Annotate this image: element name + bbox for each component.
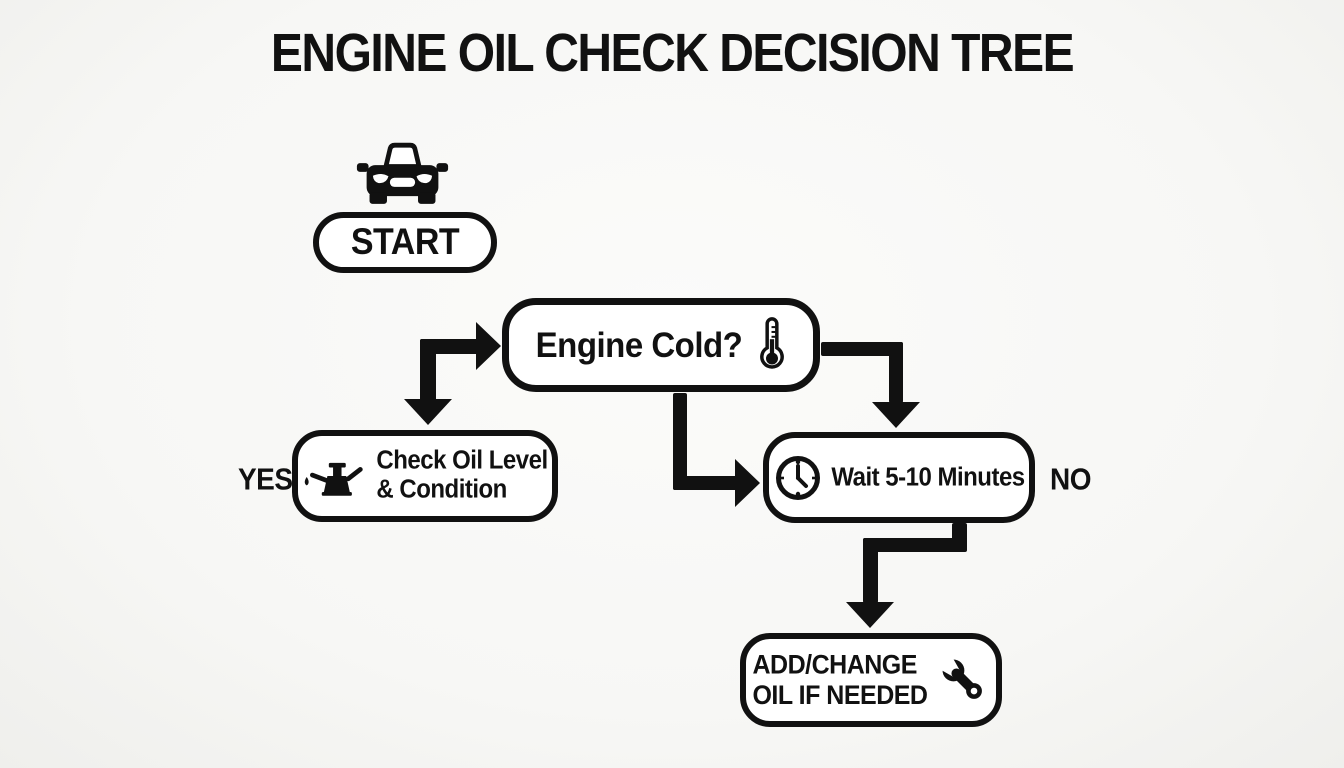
thermometer-icon xyxy=(760,317,785,369)
arrowhead-into-check-oil xyxy=(404,399,452,425)
clock-icon xyxy=(776,455,821,500)
node-engine-cold: Engine Cold? xyxy=(502,298,820,392)
engine-cold-label: Engine Cold? xyxy=(535,324,743,365)
add-change-line1: ADD/CHANGE xyxy=(752,649,917,680)
arrowhead-into-wait-top xyxy=(872,402,920,428)
page-title-text: ENGINE OIL CHECK DECISION TREE xyxy=(270,23,1075,84)
arrow-segment-bottom-vertical xyxy=(863,538,878,603)
node-wait: Wait 5-10 Minutes xyxy=(763,432,1035,523)
check-oil-line1: Check Oil Level xyxy=(376,445,548,476)
arrow-segment-no-horizontal xyxy=(821,342,903,356)
check-oil-label: Check Oil Level & Condition xyxy=(376,445,548,505)
wrench-icon xyxy=(935,653,982,699)
wait-label: Wait 5-10 Minutes xyxy=(831,462,1025,492)
oil-can-icon xyxy=(305,462,364,496)
branch-label-no: NO xyxy=(1050,462,1092,497)
add-change-line2: OIL IF NEEDED xyxy=(752,680,928,711)
add-change-label: ADD/CHANGE OIL IF NEEDED xyxy=(752,649,928,711)
arrow-segment-mid-horizontal xyxy=(673,476,737,490)
arrow-segment-bottom-horizontal xyxy=(863,538,967,552)
arrow-segment-no-vertical xyxy=(889,342,903,403)
page-title: ENGINE OIL CHECK DECISION TREE xyxy=(0,24,1344,83)
car-icon xyxy=(356,142,449,204)
arrowhead-into-add-change xyxy=(846,602,894,628)
check-oil-line2: & Condition xyxy=(376,474,507,505)
start-label: START xyxy=(350,221,460,263)
arrowhead-into-engine-cold xyxy=(476,322,501,370)
arrowhead-into-wait-left xyxy=(735,459,760,507)
node-start: START xyxy=(313,212,497,273)
node-add-change-oil: ADD/CHANGE OIL IF NEEDED xyxy=(740,633,1002,727)
node-check-oil: Check Oil Level & Condition xyxy=(292,430,558,522)
arrow-segment-mid-vertical xyxy=(673,393,687,490)
arrow-segment-yes-vertical xyxy=(420,339,436,401)
branch-label-yes: YES xyxy=(238,462,293,497)
